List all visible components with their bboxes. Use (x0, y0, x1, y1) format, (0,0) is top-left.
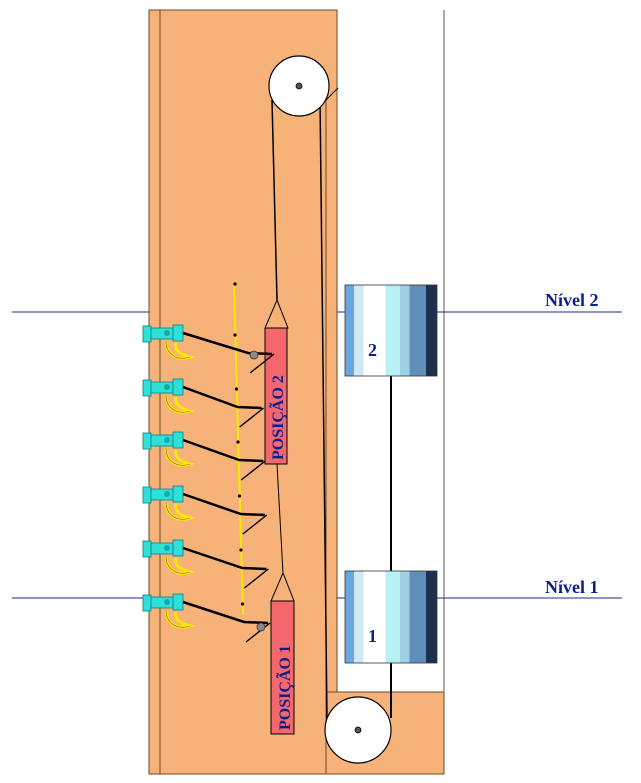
striped-counterweight-icon (344, 284, 438, 377)
nozzle-valve (164, 491, 170, 497)
lever-arm (182, 438, 264, 463)
hose-outline (165, 394, 191, 413)
guide-dot (234, 387, 239, 391)
pivot-bolt (256, 622, 266, 632)
hydrant-nozzle-icon (142, 325, 152, 343)
hose-outline (165, 609, 191, 628)
block-position-1: POSIÇÃO 1 (270, 571, 295, 735)
cable (319, 97, 328, 721)
bottom-pulley (324, 696, 392, 764)
hydrant-nozzle-icon (142, 432, 152, 450)
lever-tip (239, 407, 265, 428)
nozzle-head (172, 378, 184, 396)
pulley-axle (354, 726, 362, 734)
cable (271, 99, 278, 301)
guide-dot (236, 440, 240, 444)
counterweight-1-label: 1 (368, 626, 377, 646)
striped-counterweight-icon (344, 570, 438, 664)
hose-outline (165, 501, 191, 520)
nozzle-head (172, 485, 184, 503)
level-1-label: Nível 1 (545, 577, 599, 597)
hose-outline (165, 447, 191, 466)
counterweight-2: 2 (344, 284, 438, 377)
nozzle-valve (164, 545, 170, 551)
nozzle-head (172, 593, 184, 611)
cable (276, 463, 284, 574)
lever-arm (182, 385, 262, 410)
nozzle-assembly (142, 324, 275, 374)
lever-arm (182, 492, 265, 517)
nozzle-assembly (142, 539, 269, 589)
lever-arm (182, 600, 269, 625)
guide-line (233, 284, 244, 616)
nozzle-valve (164, 599, 170, 605)
block-body (270, 600, 295, 735)
nozzle-head (172, 431, 184, 449)
nozzle-assembly (142, 593, 271, 643)
nozzle-assembly (142, 485, 268, 535)
hydrant-nozzle-icon (142, 486, 152, 504)
lever-tip (242, 514, 268, 535)
position-2-label: POSIÇÃO 2 (268, 375, 287, 460)
lever-arm (182, 546, 267, 571)
nozzle-valve (164, 437, 170, 443)
pulley-axle (295, 82, 303, 90)
nozzle-valve (164, 384, 170, 390)
hose-outline (165, 555, 191, 574)
nozzle-array (142, 324, 275, 643)
nozzle-valve (164, 330, 170, 336)
guide-dot (237, 494, 242, 498)
counterweight-2-label: 2 (368, 340, 377, 360)
position-1-label: POSIÇÃO 1 (275, 645, 294, 730)
hydrant-nozzle-icon (142, 540, 152, 558)
hydrant-nozzle-icon (142, 379, 152, 397)
hose-outline (165, 340, 191, 359)
guide-dot (233, 282, 237, 286)
nozzle-head (172, 324, 184, 342)
pivot-bolt (249, 350, 259, 360)
lever-arm (182, 331, 273, 356)
cable (325, 87, 339, 101)
lever-tip (249, 353, 275, 374)
nozzle-assembly (142, 378, 265, 428)
nozzle-assembly (142, 431, 266, 481)
level-2-label: Nível 2 (545, 290, 599, 310)
guide-dot (233, 333, 237, 337)
lever-tip (243, 568, 269, 589)
top-pulley (268, 55, 330, 117)
counterweight-1: 1 (344, 570, 438, 664)
lever-tip (240, 460, 266, 481)
hydrant-nozzle-icon (142, 594, 152, 612)
guide-dot (240, 602, 245, 606)
block-body (264, 327, 288, 465)
block-position-2: POSIÇÃO 2 (264, 298, 289, 465)
lever-tip (245, 622, 271, 643)
nozzle-head (172, 539, 184, 557)
guide-dot (239, 548, 243, 552)
